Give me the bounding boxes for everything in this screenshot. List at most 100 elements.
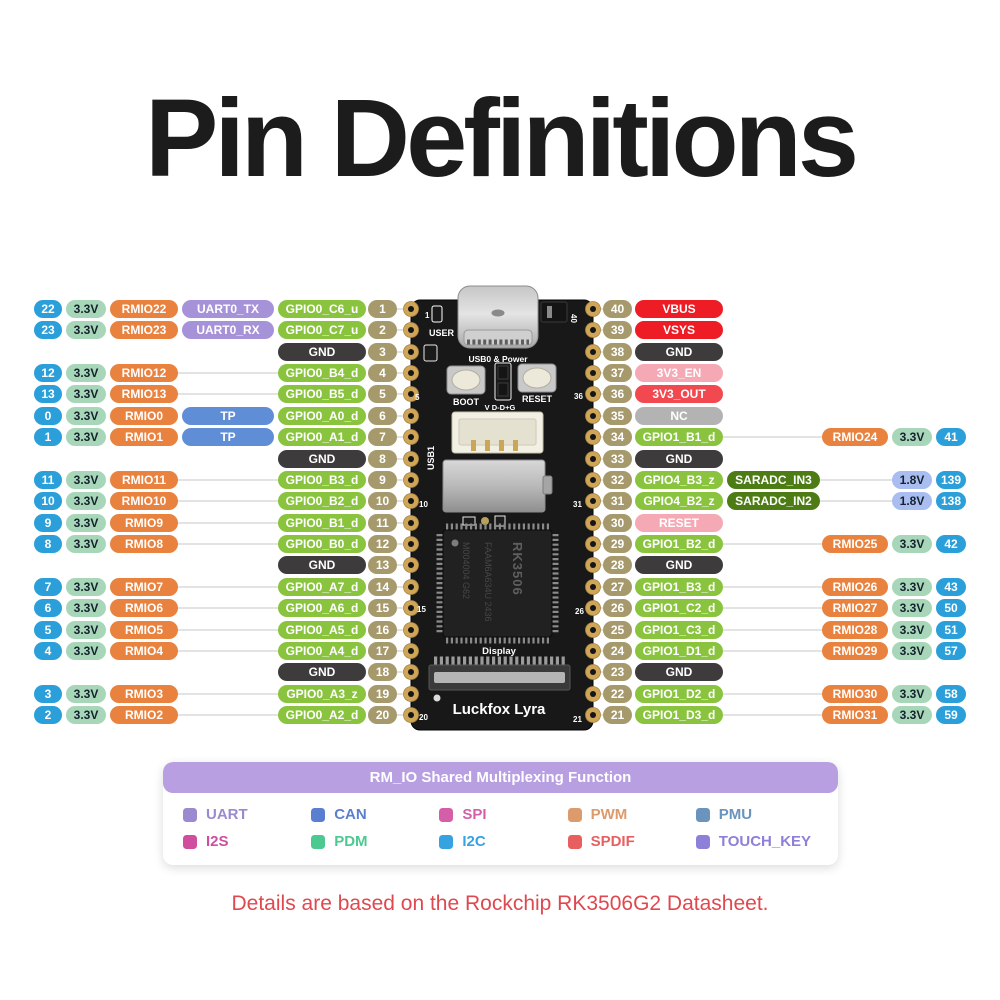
voltage-badge: 3.3V — [66, 578, 106, 596]
voltage-badge: 3.3V — [66, 321, 106, 339]
legend-label: I2S — [206, 833, 229, 850]
pin-index-badge: 50 — [936, 599, 966, 617]
gpio-badge: GPIO0_B1_d — [278, 514, 366, 532]
pin-index-badge: 5 — [34, 621, 62, 639]
rmio-badge: RMIO8 — [110, 535, 178, 553]
power-badge: RESET — [635, 514, 723, 532]
pin-number-badge: 15 — [368, 599, 397, 617]
gpio-badge: GPIO0_A4_d — [278, 642, 366, 660]
pin-index-badge: 12 — [34, 364, 62, 382]
voltage-badge: 1.8V — [892, 492, 932, 510]
connector-line — [176, 543, 280, 545]
legend-item-can: CAN — [311, 806, 439, 823]
rmio-badge: RMIO25 — [822, 535, 888, 553]
legend-swatch — [311, 834, 326, 849]
gpio-badge: GPIO0_C6_u — [278, 300, 366, 318]
legend-swatch — [439, 834, 454, 849]
edge-number-21: 21 — [573, 715, 582, 724]
edge-number-40: 40 — [569, 314, 578, 323]
connector-line — [176, 693, 280, 695]
pin-index-badge: 23 — [34, 321, 62, 339]
user-label: USER — [429, 328, 455, 338]
connector-line — [720, 607, 824, 609]
component — [423, 344, 438, 362]
mid-component — [494, 362, 512, 401]
gpio-badge: GPIO1_C2_d — [635, 599, 723, 617]
voltage-badge: 3.3V — [892, 706, 932, 724]
connector-line — [380, 586, 414, 588]
pin-number-badge: 32 — [603, 471, 632, 489]
connector-line — [380, 458, 414, 460]
function-badge: UART0_RX — [182, 321, 274, 339]
gpio-badge: GPIO1_B2_d — [635, 535, 723, 553]
legend-label: CAN — [334, 806, 367, 823]
pin-number-badge: 9 — [368, 471, 397, 489]
rmio-badge: RMIO9 — [110, 514, 178, 532]
connector-line — [380, 393, 414, 395]
connector-line — [720, 714, 824, 716]
rmio-badge: RMIO5 — [110, 621, 178, 639]
connector-line — [380, 372, 414, 374]
pin-number-badge: 5 — [368, 385, 397, 403]
power-badge: NC — [635, 407, 723, 425]
pin-index-badge: 59 — [936, 706, 966, 724]
pin-number-badge: 21 — [603, 706, 632, 724]
connector-line — [176, 586, 280, 588]
product-label: Luckfox Lyra — [453, 701, 546, 718]
voltage-badge: 3.3V — [66, 514, 106, 532]
gpio-badge: GPIO1_D2_d — [635, 685, 723, 703]
rmio-badge: RMIO27 — [822, 599, 888, 617]
pin-number-badge: 28 — [603, 556, 632, 574]
pin-number-badge: 7 — [368, 428, 397, 446]
gpio-badge: GPIO1_D3_d — [635, 706, 723, 724]
legend-title: RM_IO Shared Multiplexing Function — [163, 762, 838, 793]
pin-number-badge: 35 — [603, 407, 632, 425]
boot-label: BOOT — [453, 397, 480, 407]
voltage-badge: 3.3V — [66, 428, 106, 446]
pin-index-badge: 0 — [34, 407, 62, 425]
legend-label: PMU — [718, 806, 753, 823]
voltage-badge: 3.3V — [66, 706, 106, 724]
pin-number-badge: 27 — [603, 578, 632, 596]
voltage-badge: 3.3V — [66, 642, 106, 660]
voltage-badge: 3.3V — [66, 599, 106, 617]
legend-item-touch_key: TOUCH_KEY — [695, 833, 824, 850]
pin-index-badge: 41 — [936, 428, 966, 446]
pin-index-badge: 7 — [34, 578, 62, 596]
pin-number-badge: 22 — [603, 685, 632, 703]
pin-index-badge: 139 — [936, 471, 966, 489]
connector-line — [720, 650, 824, 652]
connector-line — [720, 543, 824, 545]
pin-number-badge: 14 — [368, 578, 397, 596]
connector-line — [380, 629, 414, 631]
pin-number-badge: 6 — [368, 407, 397, 425]
rmio-badge: RMIO29 — [822, 642, 888, 660]
gnd-badge: GND — [635, 343, 723, 361]
legend-item-i2s: I2S — [183, 833, 311, 850]
edge-number-20: 20 — [419, 713, 428, 722]
voltage-badge: 3.3V — [66, 685, 106, 703]
connector-line — [380, 607, 414, 609]
footnote: Details are based on the Rockchip RK3506… — [231, 892, 769, 915]
pcb-board: 1 40 USER USB0 & Power BOOT RESET 5 36 V… — [403, 285, 601, 731]
rk3506-chip: RK3506 FAAM6A634U 2436 M004004 G62 — [436, 523, 559, 644]
legend-item-uart: UART — [183, 806, 311, 823]
connector-line — [176, 479, 280, 481]
voltage-badge: 3.3V — [892, 642, 932, 660]
pin-index-badge: 10 — [34, 492, 62, 510]
legend-label: TOUCH_KEY — [718, 833, 812, 850]
gpio-badge: GPIO0_A3_z — [278, 685, 366, 703]
voltage-badge: 1.8V — [892, 471, 932, 489]
connector-line — [176, 393, 280, 395]
connector-line — [380, 693, 414, 695]
gpio-badge: GPIO1_D1_d — [635, 642, 723, 660]
legend-item-pwm: PWM — [567, 806, 696, 823]
pin-number-badge: 4 — [368, 364, 397, 382]
pin-number-badge: 18 — [368, 663, 397, 681]
gpio-badge: GPIO0_C7_u — [278, 321, 366, 339]
gpio-badge: GPIO0_A7_d — [278, 578, 366, 596]
voltage-badge: 3.3V — [66, 385, 106, 403]
legend-label: UART — [206, 806, 248, 823]
connector-line — [380, 671, 414, 673]
power-badge: 3V3_EN — [635, 364, 723, 382]
